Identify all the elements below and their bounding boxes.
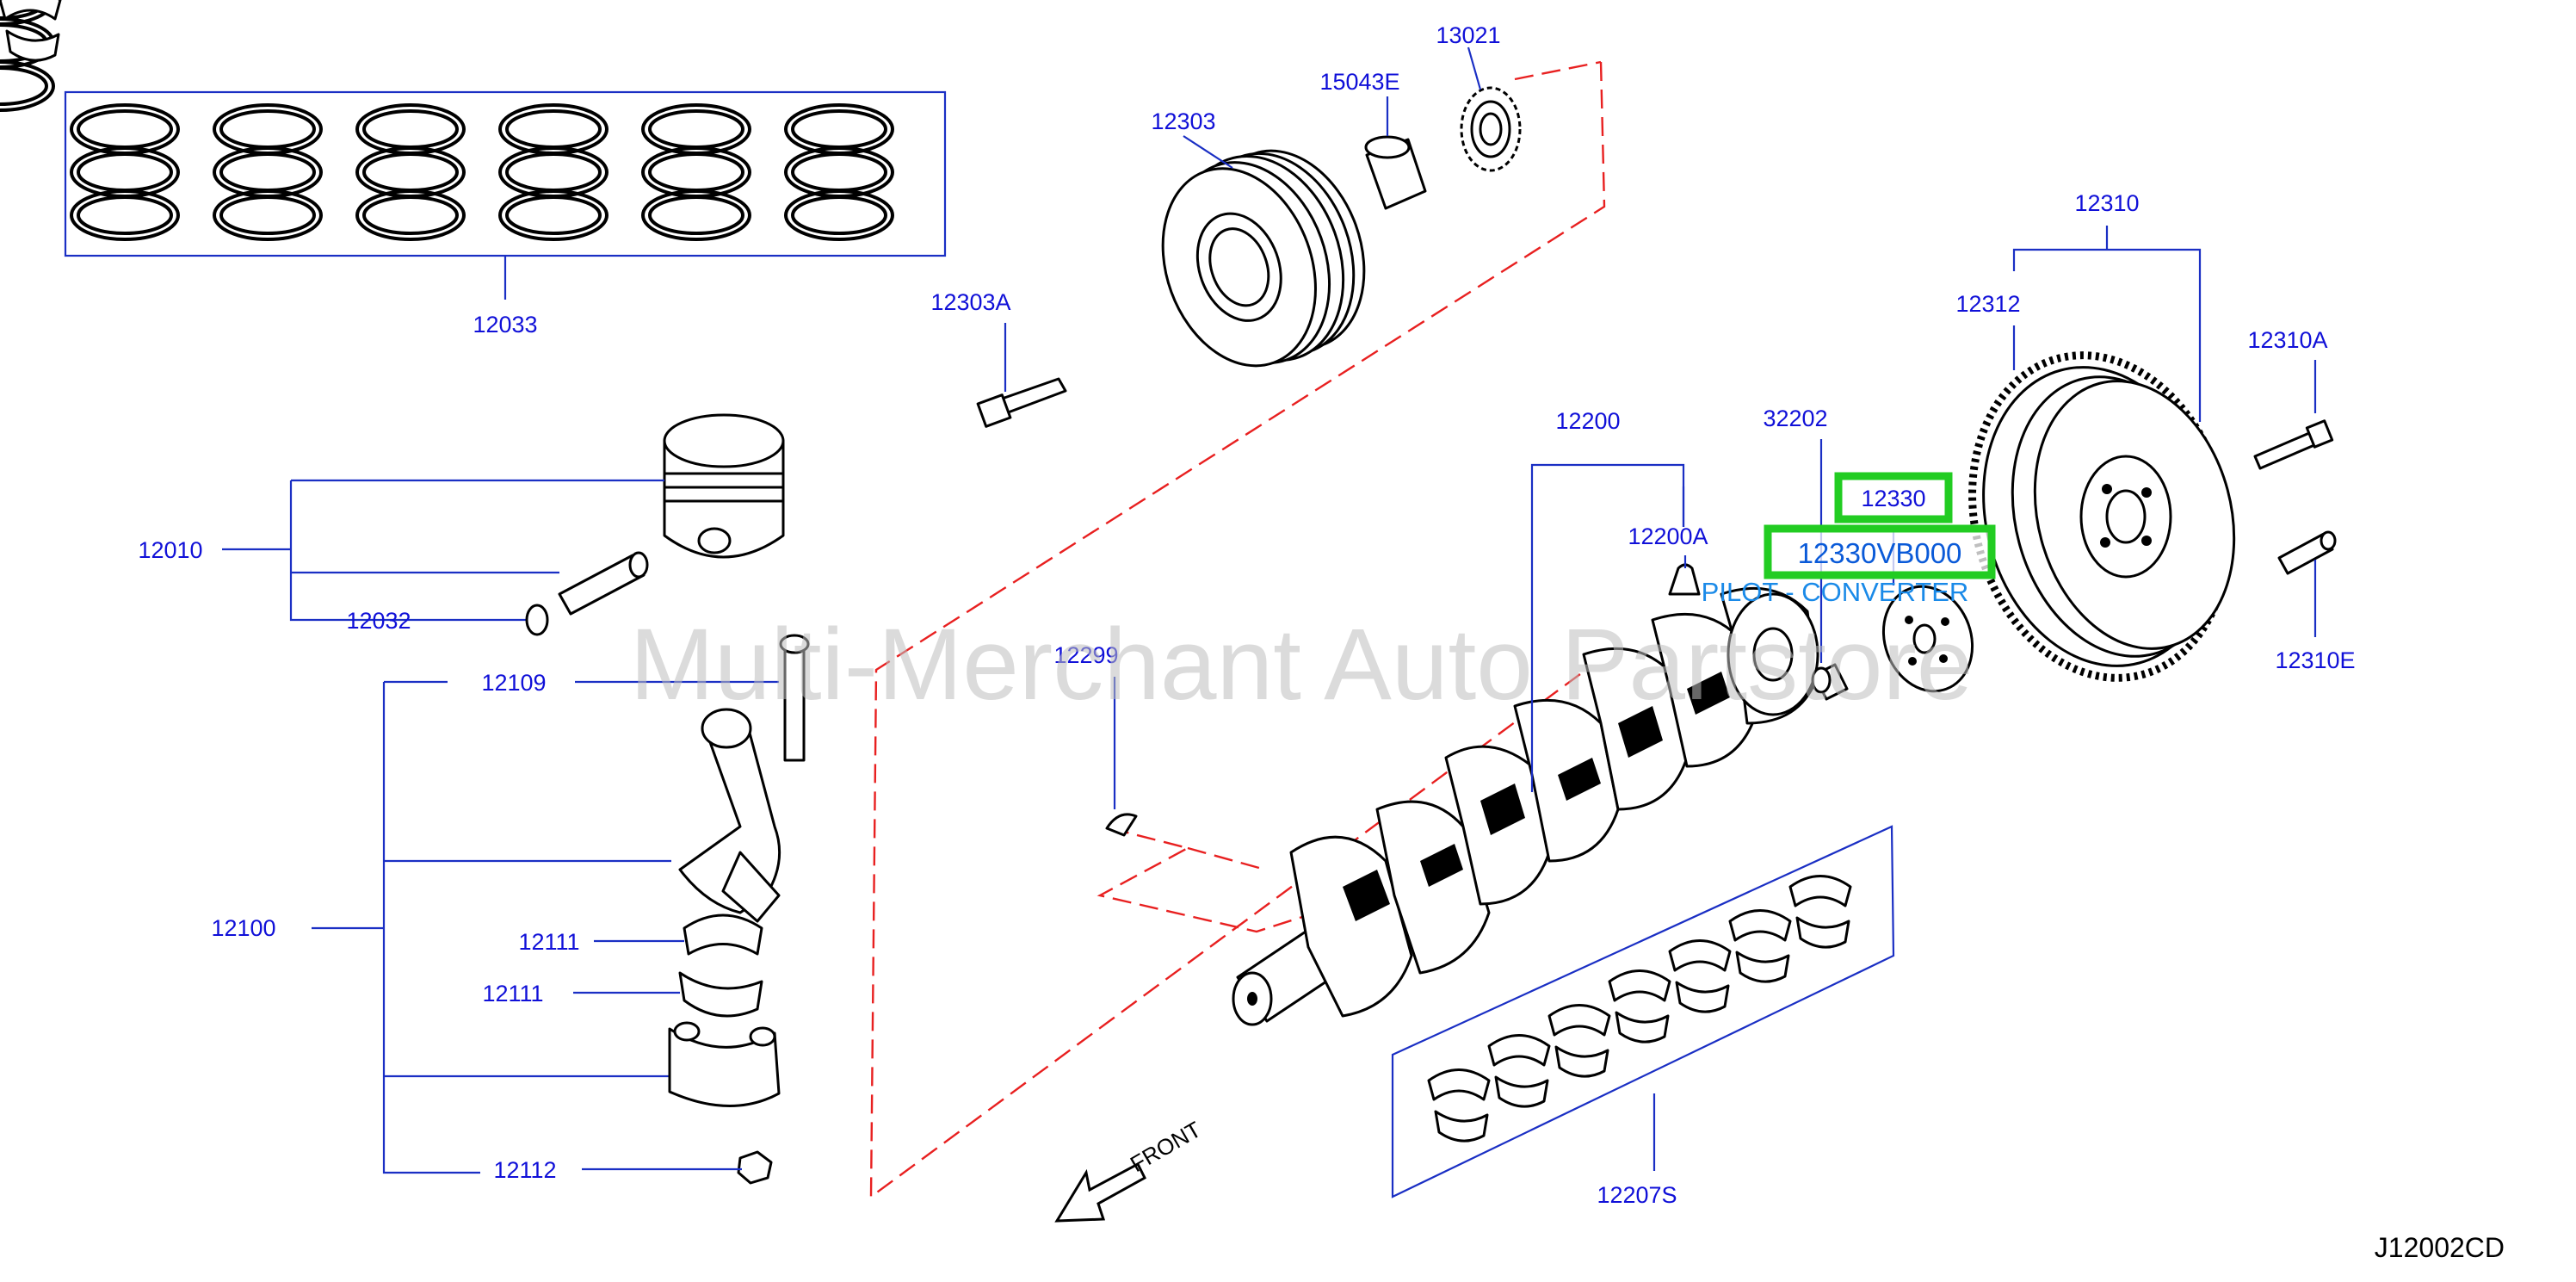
connecting-rod-bearing-lower[interactable] bbox=[678, 971, 763, 1018]
label-12310E[interactable]: 12310E bbox=[2275, 647, 2355, 673]
label-12111-lower[interactable]: 12111 bbox=[482, 981, 543, 1006]
drive-plate-bolt[interactable] bbox=[2253, 419, 2334, 470]
watermark: Multi-Merchant Auto Partstore bbox=[630, 608, 1974, 722]
woodruff-key[interactable] bbox=[1105, 813, 1138, 837]
piston-ring-set[interactable] bbox=[0, 0, 947, 300]
crank-spacer[interactable] bbox=[1364, 135, 1427, 210]
crankshaft-plug[interactable] bbox=[1668, 563, 1701, 596]
label-12207S[interactable]: 12207S bbox=[1597, 1182, 1677, 1208]
crankshaft-pulley[interactable] bbox=[1135, 126, 1392, 390]
label-12303[interactable]: 12303 bbox=[1151, 108, 1215, 134]
label-12312[interactable]: 12312 bbox=[1955, 291, 2020, 317]
label-12303A[interactable]: 12303A bbox=[930, 289, 1010, 315]
piston[interactable] bbox=[663, 413, 785, 559]
drive-plate[interactable] bbox=[1937, 326, 2263, 707]
highlighted-part-description: PILOT - CONVERTER bbox=[1702, 577, 1969, 607]
label-32202[interactable]: 32202 bbox=[1763, 406, 1827, 431]
label-12109[interactable]: 12109 bbox=[481, 670, 546, 696]
label-12330[interactable]: 12330 bbox=[1861, 486, 1925, 511]
label-12200[interactable]: 12200 bbox=[1555, 408, 1620, 434]
highlighted-part-number[interactable]: 12330VB000 bbox=[1798, 537, 1962, 569]
label-12310[interactable]: 12310 bbox=[2074, 190, 2139, 216]
diagram-code: J12002CD bbox=[2375, 1232, 2505, 1263]
label-12111-upper[interactable]: 12111 bbox=[518, 929, 579, 955]
drive-plate-dowel[interactable] bbox=[2277, 530, 2337, 575]
label-12299[interactable]: 12299 bbox=[1053, 642, 1118, 668]
pilot-converter[interactable] bbox=[1869, 574, 1986, 704]
label-12112[interactable]: 12112 bbox=[493, 1157, 556, 1183]
label-15043E[interactable]: 15043E bbox=[1319, 69, 1399, 95]
label-12100[interactable]: 12100 bbox=[211, 915, 275, 941]
highlighted-part-callout[interactable]: 12330 12330VB000 bbox=[1764, 472, 1996, 579]
label-12032[interactable]: 12032 bbox=[346, 608, 411, 634]
label-13021[interactable]: 13021 bbox=[1436, 22, 1500, 48]
piston-pin-snap-ring[interactable] bbox=[525, 604, 549, 636]
crankshaft[interactable] bbox=[1232, 586, 1819, 1026]
front-direction-arrow bbox=[1054, 1161, 1146, 1223]
connecting-rod-cap[interactable] bbox=[668, 1021, 781, 1107]
front-label: FRONT bbox=[1126, 1116, 1206, 1177]
label-12010[interactable]: 12010 bbox=[138, 537, 202, 563]
label-12033[interactable]: 12033 bbox=[473, 312, 537, 338]
piston-pin[interactable] bbox=[558, 551, 649, 616]
connecting-rod-bolt[interactable] bbox=[779, 634, 810, 762]
connecting-rod-nut[interactable] bbox=[737, 1150, 773, 1185]
connecting-rod-bearing-upper[interactable] bbox=[683, 914, 763, 956]
crank-sprocket[interactable] bbox=[1460, 86, 1522, 172]
label-12310A[interactable]: 12310A bbox=[2247, 327, 2327, 353]
label-12200A[interactable]: 12200A bbox=[1628, 523, 1708, 549]
main-bearing-set[interactable] bbox=[0, 0, 1895, 1198]
pulley-bolt[interactable] bbox=[976, 377, 1067, 428]
crankshaft-assembly-outline bbox=[869, 60, 1606, 1199]
pilot-bushing[interactable] bbox=[1811, 663, 1849, 701]
connecting-rod[interactable] bbox=[678, 708, 781, 923]
